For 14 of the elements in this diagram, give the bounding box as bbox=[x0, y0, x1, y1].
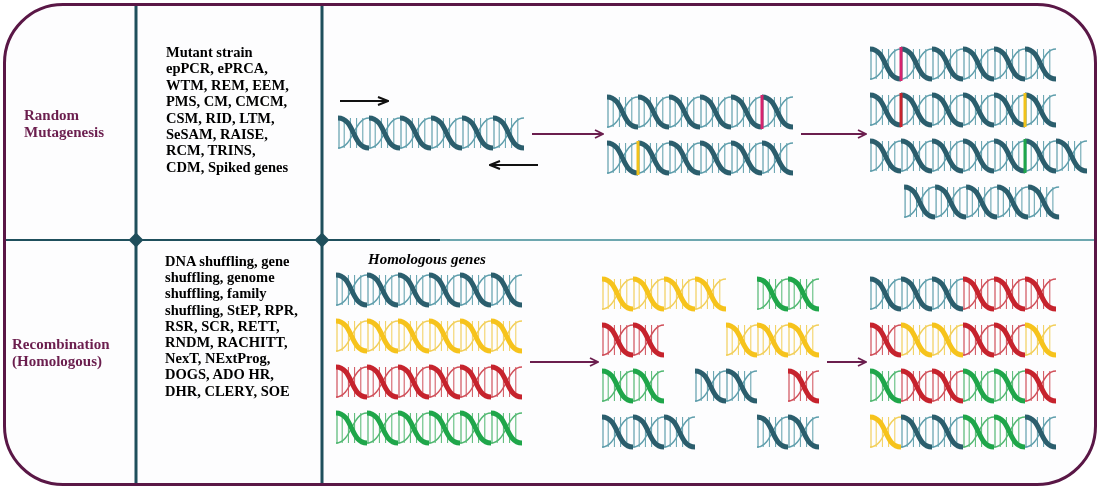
arrow bbox=[826, 357, 867, 367]
arrow bbox=[529, 357, 599, 367]
dna-helix-drawing bbox=[602, 276, 821, 450]
group-heading: Homologous genes bbox=[368, 250, 486, 268]
row-heading: Random Mutagenesis bbox=[24, 107, 105, 141]
method-list: Mutant strain epPCR, ePRCA, WTM, REM, EEM, PMS, CM, CMCM, CSM, RID, LTM, SeSAM, RAISE, RCM, TRINS, CDM, Spiked genes bbox=[166, 44, 290, 176]
dna-helix-drawing bbox=[607, 94, 795, 176]
dna-helix-drawing bbox=[870, 276, 1058, 450]
arrow bbox=[800, 129, 867, 139]
dna-helix-drawing bbox=[338, 115, 526, 151]
arrow bbox=[531, 129, 604, 139]
method-list: DNA shuffling, gene shuffling, genome shuffling, family shuffling, StEP, RPR, RSR, SCR, RETT, RNDM, RACHITT, NexT, NExtProg, DOGS, ADO HR, DHR, CLERY, SOE bbox=[165, 253, 305, 399]
row-heading: Recombination (Homologous) bbox=[12, 336, 111, 370]
dna-helix-drawing bbox=[870, 46, 1089, 220]
